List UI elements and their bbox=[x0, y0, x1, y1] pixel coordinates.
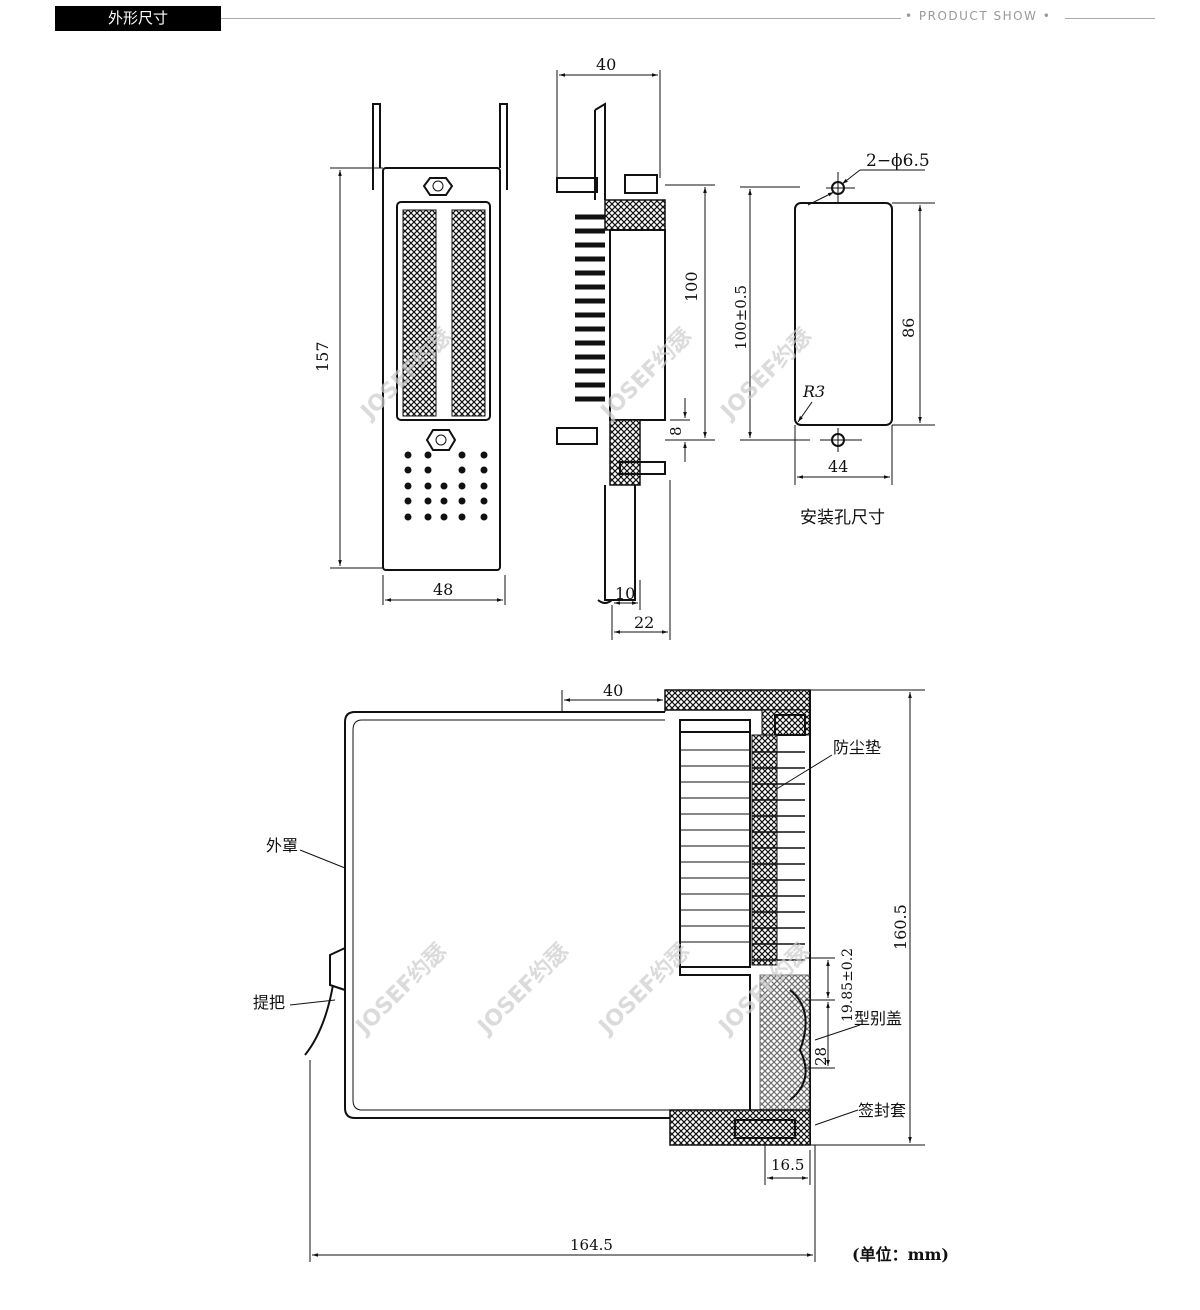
dim-164-5: 164.5 bbox=[570, 1236, 613, 1254]
product-show-tag: • PRODUCT SHOW • bbox=[905, 9, 1052, 23]
label-dust-pad: 防尘垫 bbox=[833, 738, 881, 757]
dim-22: 22 bbox=[634, 613, 654, 632]
front-view: 157 48 bbox=[313, 103, 508, 605]
dim-40-section: 40 bbox=[603, 681, 623, 700]
watermarks: JOSEF约瑟 JOSEF约瑟 JOSEF约瑟 JOSEF约瑟 JOSEF约瑟 … bbox=[349, 323, 816, 1040]
watermark: JOSEF约瑟 bbox=[714, 323, 816, 425]
label-seal-sleeve: 签封套 bbox=[858, 1101, 906, 1120]
dim-44: 44 bbox=[828, 457, 848, 476]
radius-r3: R3 bbox=[802, 382, 825, 401]
dim-16-5: 16.5 bbox=[771, 1156, 804, 1174]
dim-8: 8 bbox=[667, 426, 685, 436]
dim-160-5: 160.5 bbox=[891, 904, 910, 950]
watermark: JOSEF约瑟 bbox=[349, 938, 451, 1040]
label-handle: 提把 bbox=[253, 993, 285, 1012]
header-divider bbox=[221, 18, 901, 19]
mounting-hole-view: 2−ϕ6.5 100±0.5 86 R3 44 安装孔尺寸 bbox=[732, 151, 935, 528]
dim-100: 100 bbox=[682, 271, 701, 302]
dim-86: 86 bbox=[899, 318, 918, 338]
dim-10: 10 bbox=[615, 584, 635, 603]
dim-100-tol: 100±0.5 bbox=[732, 285, 750, 350]
dim-40-top: 40 bbox=[596, 55, 616, 74]
watermark: JOSEF约瑟 bbox=[592, 938, 694, 1040]
dim-157: 157 bbox=[313, 341, 332, 372]
dim-19-85: 19.85±0.2 bbox=[840, 948, 856, 1022]
section-title: 外形尺寸 bbox=[55, 6, 221, 31]
dim-28: 28 bbox=[812, 1047, 830, 1066]
watermark: JOSEF约瑟 bbox=[471, 938, 573, 1040]
mounting-caption: 安装孔尺寸 bbox=[800, 508, 885, 528]
header-divider-right bbox=[1065, 18, 1155, 19]
side-view: 40 100 8 10 22 bbox=[556, 55, 715, 640]
label-type-cap: 型别盖 bbox=[854, 1009, 902, 1028]
unit-label: (单位：mm) bbox=[852, 1245, 949, 1264]
hole-spec: 2−ϕ6.5 bbox=[866, 151, 930, 171]
dim-48: 48 bbox=[433, 580, 453, 599]
label-outer-cover: 外罩 bbox=[266, 836, 298, 855]
section-view: 40 防尘垫 外罩 提把 160.5 19.85±0.2 型别盖 28 签封套 … bbox=[253, 681, 949, 1264]
